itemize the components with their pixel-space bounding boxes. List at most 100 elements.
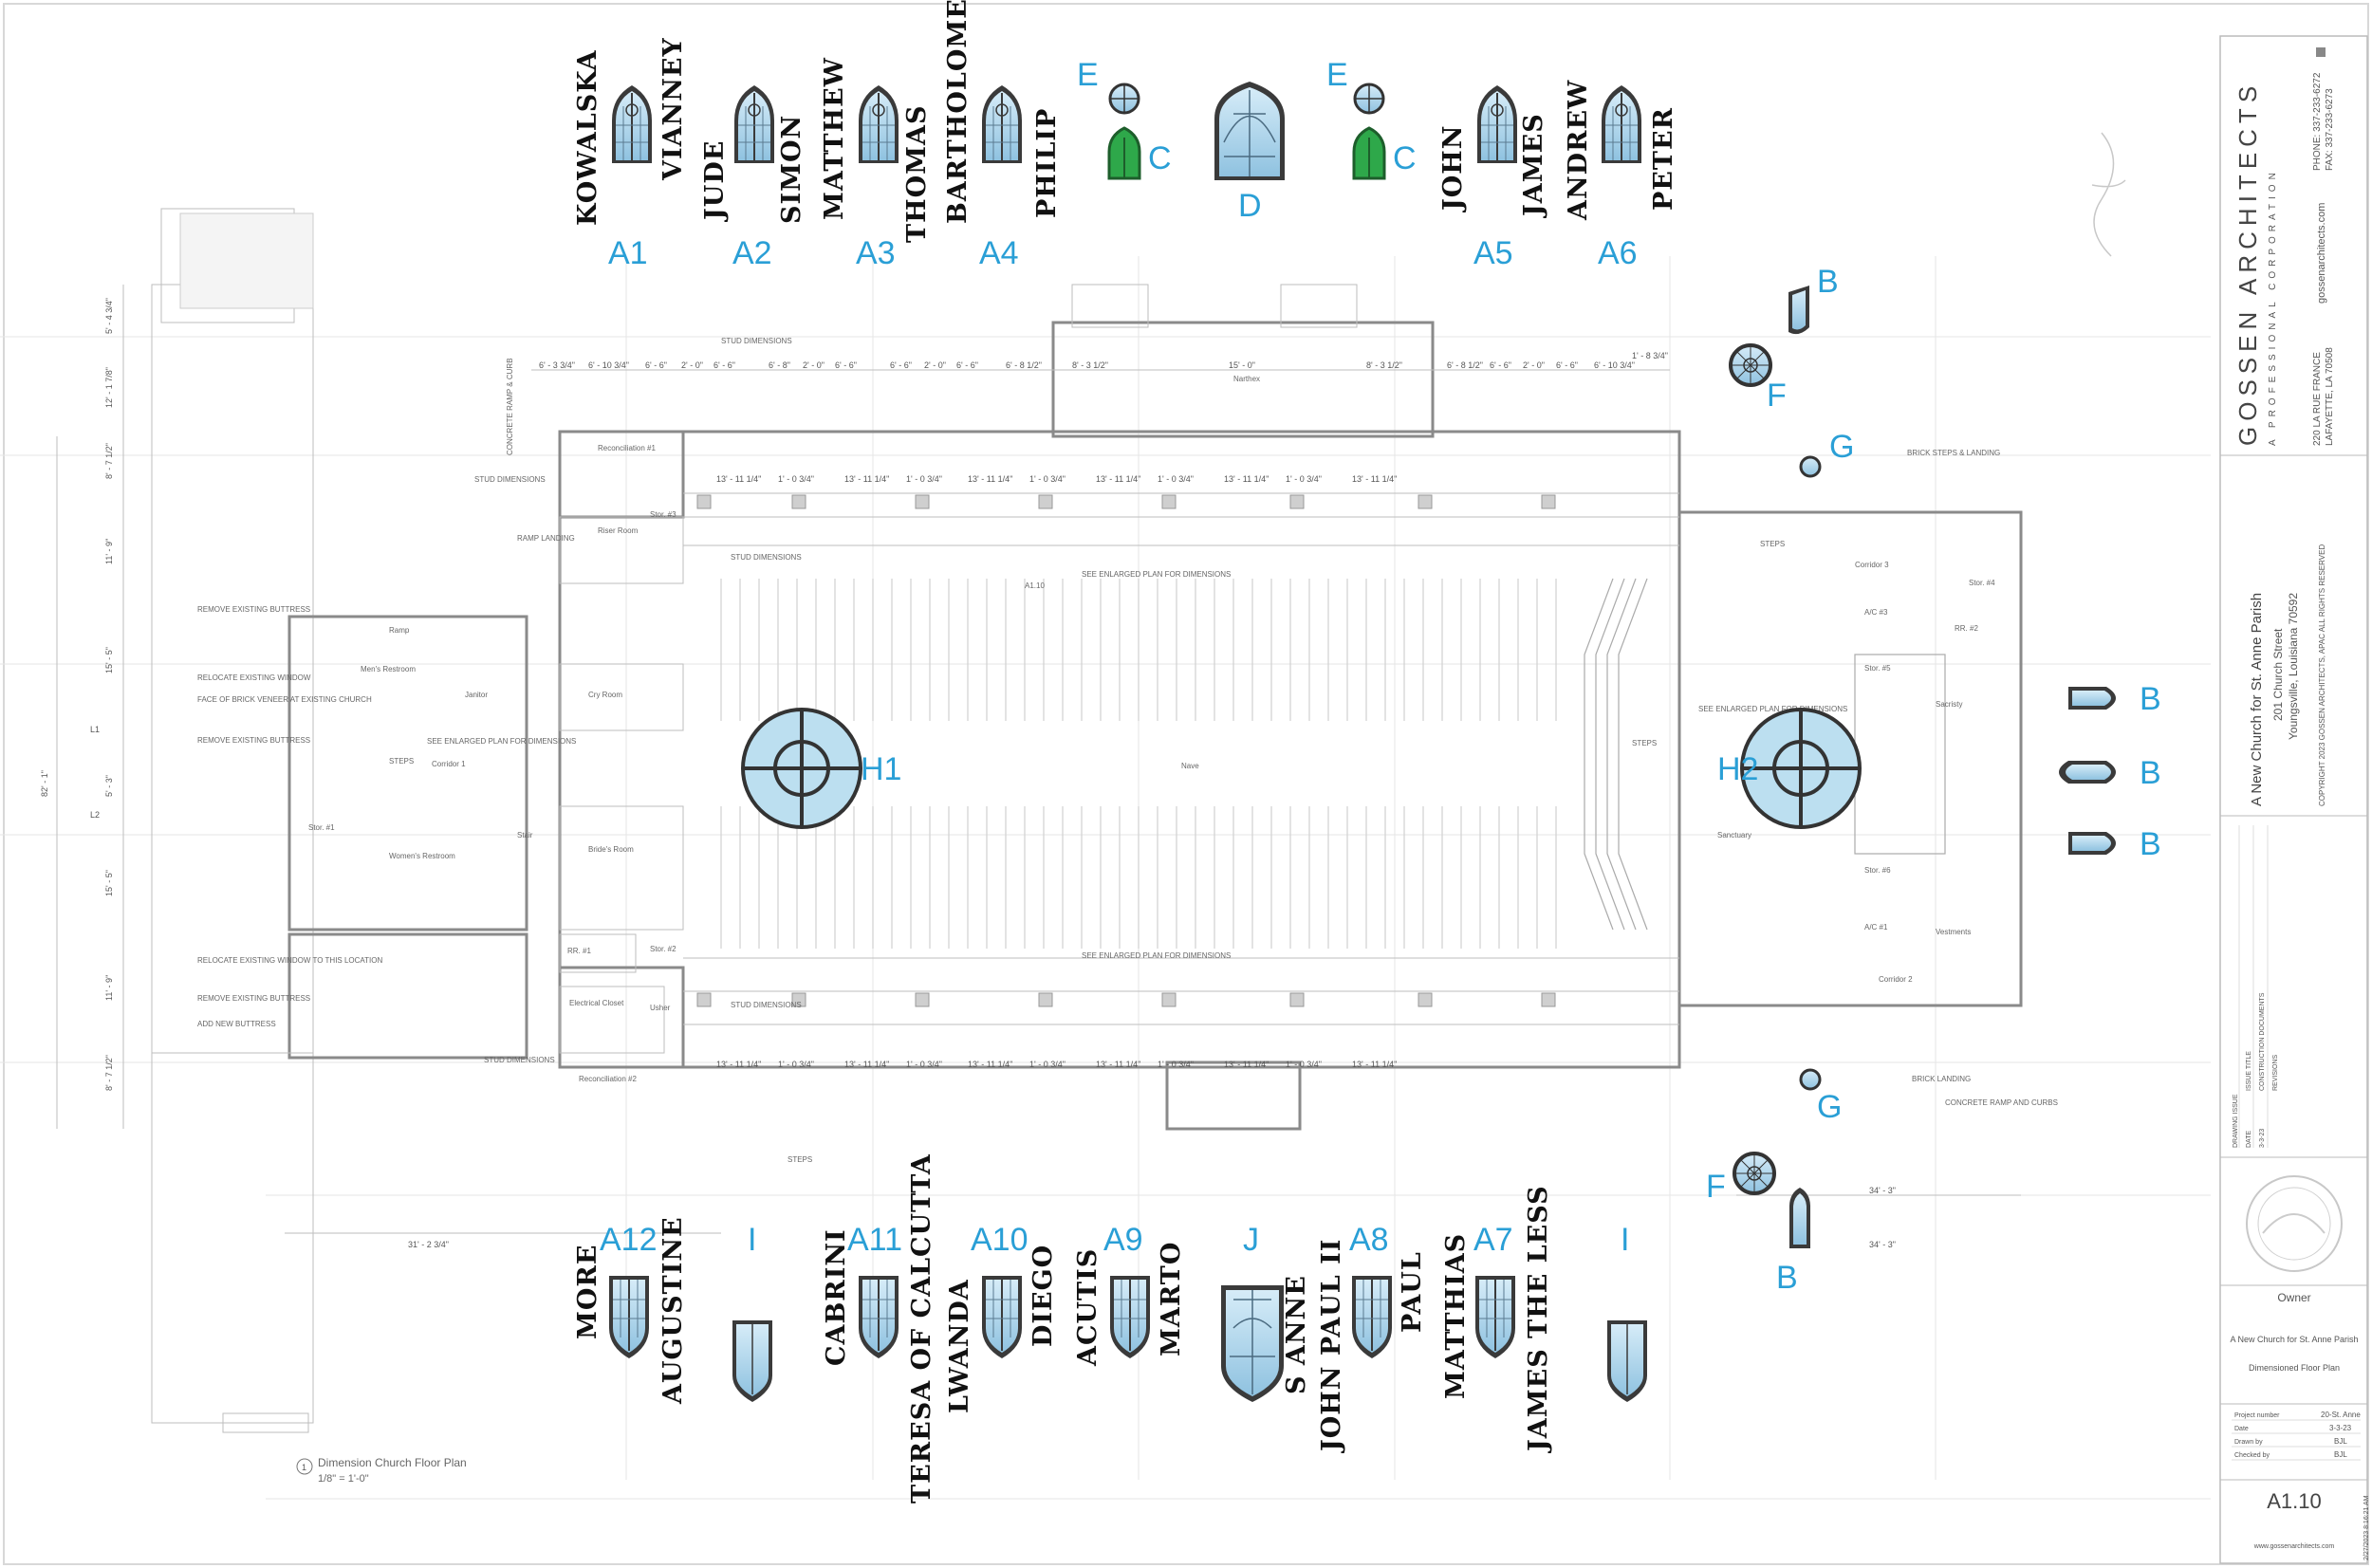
- svg-text:2' - 0": 2' - 0": [1523, 360, 1545, 370]
- room-reconciliation-1: Reconciliation #1: [598, 444, 656, 452]
- svg-text:2' - 0": 2' - 0": [681, 360, 703, 370]
- room-stor-5: Stor. #5: [1864, 664, 1891, 673]
- footer-website: www.gossenarchitects.com: [2253, 1543, 2335, 1550]
- room-cry: Cry Room: [588, 691, 622, 699]
- svg-text:6' - 6": 6' - 6": [645, 360, 667, 370]
- window-a1-icon: [611, 84, 653, 164]
- label-b-side-2: B: [2140, 755, 2161, 791]
- svg-text:8' - 7 1/2": 8' - 7 1/2": [104, 1055, 114, 1091]
- window-a8-icon: [1351, 1275, 1393, 1359]
- firm-name: GOSSEN ARCHITECTS: [2233, 81, 2262, 446]
- room-ramp: Ramp: [389, 626, 410, 635]
- saint-a1-1: KOWALSKA: [573, 49, 602, 226]
- svg-text:15' - 5": 15' - 5": [104, 647, 114, 673]
- project-number: 20-St. Anne: [2321, 1411, 2361, 1419]
- window-i-left-icon: [732, 1320, 772, 1402]
- saint-a10-2: DIEGO: [1028, 1245, 1058, 1347]
- room-electrical: Electrical Closet: [569, 999, 624, 1007]
- window-a6-icon: [1601, 84, 1642, 164]
- label-a1: A1: [608, 235, 648, 271]
- saint-a8-2: PAUL: [1398, 1251, 1427, 1333]
- svg-text:13' - 11 1/4": 13' - 11 1/4": [1096, 474, 1140, 484]
- architect-seal-icon: [2246, 1175, 2343, 1272]
- saint-a3-2: THOMAS: [902, 105, 932, 243]
- svg-text:34' - 3": 34' - 3": [1869, 1186, 1896, 1195]
- svg-text:Drawn by: Drawn by: [2234, 1439, 2263, 1446]
- window-a2-icon: [733, 84, 775, 164]
- saint-a9-1: ACUTIS: [1073, 1248, 1103, 1367]
- saint-a7-1: MATTHIAS: [1441, 1233, 1471, 1399]
- firm-fax: FAX: 337-233-6273: [2325, 88, 2335, 171]
- saint-j-1: S ANNE: [1282, 1275, 1311, 1394]
- right-windows: B F G B B B G F: [1706, 264, 2161, 1296]
- issue-title: CONSTRUCTION DOCUMENTS: [2259, 992, 2266, 1091]
- plan-notes: STUD DIMENSIONS STUD DIMENSIONS STUD DIM…: [197, 337, 2058, 1164]
- note-relocate-window-2: RELOCATE EXISTING WINDOW TO THIS LOCATIO…: [197, 956, 383, 965]
- svg-text:1' - 8 3/4": 1' - 8 3/4": [1632, 351, 1668, 360]
- saint-a4-2: PHILIP: [1032, 108, 1062, 218]
- issue-date-label: DATE: [2246, 1131, 2252, 1148]
- svg-text:5' - 4 3/4": 5' - 4 3/4": [104, 298, 114, 334]
- note-enlarged-right: SEE ENLARGED PLAN FOR DIMENSIONS: [1698, 705, 1847, 713]
- dimensions-left: 5' - 4 3/4" 12' - 1 7/8" 8' - 7 1/2" 11'…: [40, 285, 124, 1129]
- top-windows: KOWALSKA VIANNEY A1 JUDE SIMON A2 MATTHE…: [573, 0, 1678, 271]
- label-c-left: C: [1148, 140, 1172, 176]
- svg-text:6' - 10 3/4": 6' - 10 3/4": [588, 360, 629, 370]
- note-enlarged-left: SEE ENLARGED PLAN FOR DIMENSIONS: [427, 737, 576, 746]
- svg-text:5' - 3": 5' - 3": [104, 775, 114, 797]
- owner-label: Owner: [2277, 1291, 2310, 1304]
- label-i-left: I: [748, 1222, 756, 1258]
- room-stor-6: Stor. #6: [1864, 866, 1891, 875]
- label-b-bottom: B: [1776, 1260, 1798, 1296]
- label-b-top: B: [1817, 264, 1839, 300]
- room-nave: Nave: [1181, 762, 1199, 770]
- svg-text:13' - 11 1/4": 13' - 11 1/4": [716, 1060, 761, 1069]
- svg-text:2' - 0": 2' - 0": [924, 360, 946, 370]
- dimensions-interior: 13' - 11 1/4" 1' - 0 3/4" 13' - 11 1/4" …: [716, 474, 1397, 1069]
- svg-text:11' - 9": 11' - 9": [104, 975, 114, 1001]
- note-enlarged-bottom: SEE ENLARGED PLAN FOR DIMENSIONS: [1082, 951, 1231, 960]
- firm-address-1: 220 LA RUE FRANCE: [2312, 352, 2323, 446]
- svg-text:1' - 0 3/4": 1' - 0 3/4": [1158, 1060, 1194, 1069]
- svg-text:1' - 0 3/4": 1' - 0 3/4": [1029, 474, 1066, 484]
- saint-a12-2: AUGUSTINE: [658, 1216, 688, 1405]
- svg-text:13' - 11 1/4": 13' - 11 1/4": [1224, 1060, 1269, 1069]
- title-block: GOSSEN ARCHITECTS A PROFESSIONAL CORPORA…: [2219, 35, 2370, 1564]
- label-a7: A7: [1473, 1222, 1513, 1258]
- revisions-label: REVISIONS: [2272, 1055, 2279, 1091]
- room-rr-1: RR. #1: [567, 947, 591, 955]
- svg-text:15' - 5": 15' - 5": [104, 870, 114, 896]
- svg-text:1: 1: [302, 1463, 306, 1472]
- saint-a8-1: JOHN PAUL II: [1317, 1239, 1346, 1453]
- label-a11: A11: [847, 1222, 902, 1258]
- label-a2: A2: [732, 235, 772, 271]
- note-remove-buttress-2: REMOVE EXISTING BUTTRESS: [197, 736, 310, 745]
- svg-text:1' - 0 3/4": 1' - 0 3/4": [906, 474, 942, 484]
- svg-text:2' - 0": 2' - 0": [803, 360, 825, 370]
- svg-text:13' - 11 1/4": 13' - 11 1/4": [716, 474, 761, 484]
- svg-text:L2: L2: [90, 810, 100, 820]
- room-stor-4: Stor. #4: [1969, 579, 1995, 587]
- window-d-icon: [1214, 82, 1285, 180]
- svg-text:6' - 3 3/4": 6' - 3 3/4": [539, 360, 575, 370]
- svg-text:15' - 0": 15' - 0": [1229, 360, 1255, 370]
- svg-text:6' - 6": 6' - 6": [890, 360, 912, 370]
- bottom-windows: A12 MORE AUGUSTINE I A11 CABRINI TERESA …: [573, 1153, 1647, 1503]
- dimensions-top: 6' - 3 3/4" 6' - 10 3/4" 6' - 6" 2' - 0"…: [531, 351, 1670, 371]
- svg-text:6' - 6": 6' - 6": [835, 360, 857, 370]
- label-d: D: [1238, 188, 1262, 224]
- room-usher: Usher: [650, 1004, 671, 1012]
- note-concrete-ramp: CONCRETE RAMP & CURB: [506, 358, 514, 455]
- svg-text:1' - 0 3/4": 1' - 0 3/4": [906, 1060, 942, 1069]
- rosette-h1-icon: [741, 708, 862, 829]
- svg-text:13' - 11 1/4": 13' - 11 1/4": [844, 1060, 889, 1069]
- room-stor-1: Stor. #1: [308, 823, 335, 832]
- svg-text:11' - 9": 11' - 9": [104, 539, 114, 564]
- svg-text:1' - 0 3/4": 1' - 0 3/4": [778, 1060, 814, 1069]
- saint-a12-1: MORE: [573, 1245, 602, 1339]
- svg-text:6' - 6": 6' - 6": [713, 360, 735, 370]
- drawn-by: BJL: [2334, 1437, 2347, 1446]
- room-ac-3: A/C #3: [1864, 608, 1888, 617]
- svg-text:1' - 0 3/4": 1' - 0 3/4": [1286, 474, 1322, 484]
- overall-height-dimension: 82' - 1": [40, 770, 49, 797]
